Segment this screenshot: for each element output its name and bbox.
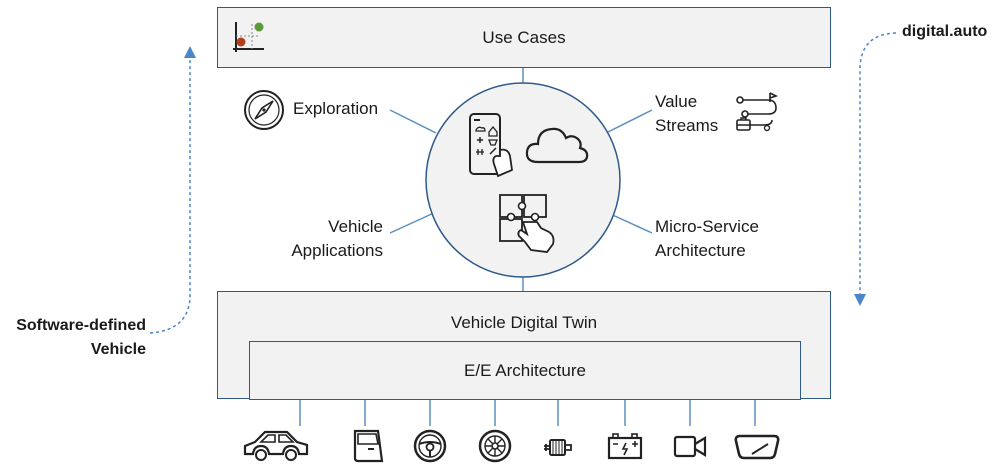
vehicle-connectors <box>299 398 756 426</box>
steering-wheel-icon <box>413 429 447 463</box>
software-defined-line1: Software-defined <box>16 317 146 334</box>
micro-service-line2: Architecture <box>655 241 746 260</box>
ee-architecture-box: E/E Architecture <box>249 341 801 400</box>
windshield-icon <box>734 434 780 460</box>
spoke-value-streams <box>605 109 653 134</box>
vehicle-digital-twin-label: Vehicle Digital Twin <box>450 313 598 332</box>
use-cases-label: Use Cases <box>482 28 566 47</box>
micro-service-line1: Micro-Service <box>655 217 759 236</box>
micro-service-label: Micro-Service Architecture <box>655 215 759 263</box>
battery-icon <box>607 433 643 460</box>
camera-icon <box>673 435 707 458</box>
left-flow-arrow <box>149 46 196 334</box>
use-cases-box: Use Cases <box>217 7 831 68</box>
value-streams-line1: Value <box>655 92 698 111</box>
scatter-chart-icon <box>233 22 264 52</box>
software-defined-vehicle-label: Software-defined Vehicle <box>0 314 146 362</box>
vehicle-applications-line1: Vehicle <box>328 217 383 236</box>
compass-icon <box>244 90 284 130</box>
vehicle-applications-label: Vehicle Applications <box>286 215 383 263</box>
car-door-icon <box>353 429 384 463</box>
value-streams-label: Value Streams <box>655 90 718 138</box>
workflow-icon <box>736 92 779 132</box>
car-body-icon <box>243 430 309 461</box>
puzzle-hand-icon <box>499 194 555 253</box>
smartphone-apps-icon <box>469 113 513 178</box>
digital-auto-label: digital.auto <box>902 23 988 40</box>
ee-architecture-label: E/E Architecture <box>464 361 586 380</box>
value-streams-line2: Streams <box>655 116 719 135</box>
wheel-icon <box>478 429 512 463</box>
software-defined-line2: Vehicle <box>90 341 146 358</box>
motor-icon <box>544 439 572 456</box>
vehicle-digital-twin-box: Vehicle Digital Twin E/E Architecture <box>217 291 831 400</box>
spoke-vehicle-applications <box>389 211 437 234</box>
right-flow-arrow <box>854 32 897 306</box>
cloud-icon <box>525 127 589 164</box>
spoke-exploration <box>389 109 437 134</box>
exploration-label: Exploration <box>293 99 379 118</box>
vehicle-applications-line2: Applications <box>291 241 383 260</box>
center-circle <box>425 82 621 278</box>
